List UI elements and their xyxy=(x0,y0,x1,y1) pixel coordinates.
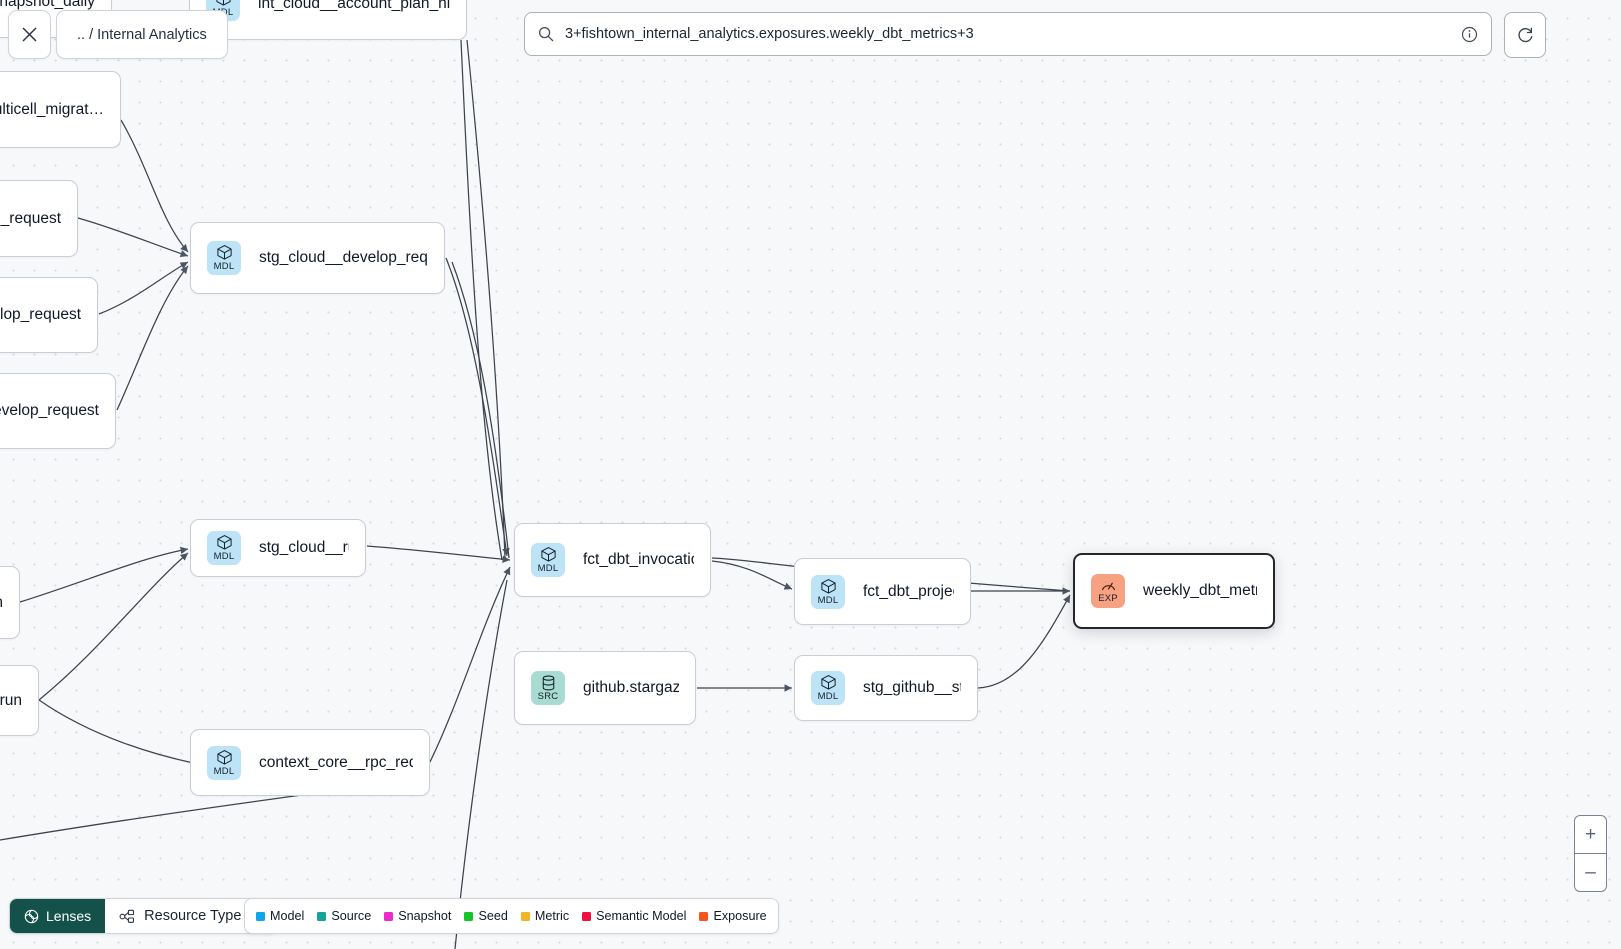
graph-node-label: run xyxy=(0,691,22,709)
badge-type-label: MDL xyxy=(213,261,235,273)
legend-swatch xyxy=(317,911,327,921)
lenses-label: Lenses xyxy=(46,908,92,924)
graph-node[interactable]: MDL context_core__rpc_request xyxy=(190,729,430,796)
legend-label: Seed xyxy=(478,909,508,923)
graph-node-label: velop_request xyxy=(0,306,81,323)
legend-label: Exposure xyxy=(713,909,767,923)
graph-node-label: int_cloud__account_plan_history xyxy=(258,0,450,12)
graph-node-label: github.stargazers xyxy=(583,679,679,696)
legend-item[interactable]: Exposure xyxy=(699,909,767,923)
lenses-button[interactable]: Lenses xyxy=(10,899,106,933)
refresh-button[interactable] xyxy=(1504,12,1546,58)
badge-type-label: MDL xyxy=(537,563,559,575)
mdl-badge-icon: MDL xyxy=(531,543,565,577)
legend-label: Semantic Model xyxy=(596,909,687,923)
graph-node-label: n xyxy=(0,594,3,612)
graph-node[interactable]: op_request xyxy=(0,180,78,257)
info-icon[interactable] xyxy=(1461,26,1478,43)
graph-node-label: weekly_dbt_metrics xyxy=(1143,582,1257,599)
search-input[interactable]: 3+fishtown_internal_analytics.exposures.… xyxy=(524,12,1492,56)
legend-swatch xyxy=(520,911,530,921)
legend-label: Metric xyxy=(534,909,570,923)
refresh-icon xyxy=(1517,27,1532,42)
graph-node[interactable]: MDL stg_github__stars xyxy=(794,655,978,721)
legend-item[interactable]: Model xyxy=(256,909,304,923)
search-query-text: 3+fishtown_internal_analytics.exposures.… xyxy=(565,26,974,42)
zoom-controls: + – xyxy=(1574,815,1607,892)
graph-node-label: develop_request xyxy=(0,402,99,419)
legend-item[interactable]: Semantic Model xyxy=(582,909,686,923)
graph-node[interactable]: EXP weekly_dbt_metrics xyxy=(1073,553,1275,629)
legend-swatch xyxy=(699,911,709,921)
legend-item[interactable]: Seed xyxy=(464,909,508,923)
graph-node-label: multicell_migrat… xyxy=(0,100,104,118)
legend-item[interactable]: Source xyxy=(317,909,371,923)
src-badge-icon: SRC xyxy=(531,671,565,705)
graph-node-label: stg_cloud__runs xyxy=(259,539,349,556)
legend-swatch xyxy=(384,911,394,921)
graph-node-label: op_request xyxy=(0,209,61,227)
graph-node-label: fct_dbt_invocations xyxy=(583,551,694,568)
legend-label: Snapshot xyxy=(398,909,452,923)
badge-type-label: MDL xyxy=(817,691,839,703)
graph-node[interactable]: run xyxy=(0,665,39,736)
mdl-badge-icon: MDL xyxy=(207,531,241,565)
close-button[interactable] xyxy=(8,10,51,59)
graph-node-label: stg_github__stars xyxy=(863,679,961,696)
badge-type-label: EXP xyxy=(1098,593,1118,605)
resource-type-label: Resource Type xyxy=(144,908,242,924)
graph-node[interactable]: SRC github.stargazers xyxy=(514,651,696,725)
graph-node[interactable]: develop_request xyxy=(0,373,116,449)
zoom-in-button[interactable]: + xyxy=(1575,816,1606,854)
exp-badge-icon: EXP xyxy=(1091,574,1125,608)
breadcrumb[interactable]: .. / Internal Analytics xyxy=(56,10,228,59)
graph-node[interactable]: multicell_migrat… xyxy=(0,71,121,148)
mdl-badge-icon: MDL xyxy=(207,745,241,780)
graph-node[interactable]: MDL stg_cloud__develop_requests xyxy=(190,222,445,294)
bottom-toolbar: Lenses Resource Type xyxy=(9,898,278,934)
legend-swatch xyxy=(582,911,592,921)
close-icon xyxy=(22,27,37,42)
graph-node-label: context_core__rpc_request xyxy=(259,753,413,771)
badge-type-label: MDL xyxy=(817,594,839,606)
legend-item[interactable]: Metric xyxy=(520,909,570,923)
legend-label: Source xyxy=(331,909,372,923)
lenses-icon xyxy=(24,909,39,923)
graph-node-label: snapshot_daily xyxy=(0,0,95,10)
legend-item[interactable]: Snapshot xyxy=(384,909,451,923)
graph-node[interactable]: MDL fct_dbt_invocations xyxy=(514,523,711,597)
mdl-badge-icon: MDL xyxy=(811,574,845,609)
graph-node[interactable]: MDLint_cloud__account_plan_history xyxy=(189,0,467,40)
search-icon xyxy=(538,26,554,42)
graph-node-label: stg_cloud__develop_requests xyxy=(259,249,428,266)
graph-node-label: fct_dbt_projects xyxy=(863,582,954,600)
mdl-badge-icon: MDL xyxy=(811,671,845,705)
graph-node[interactable]: velop_request xyxy=(0,277,98,353)
graph-node[interactable]: MDL fct_dbt_projects xyxy=(794,558,971,625)
resource-type-legend: Model Source Snapshot Seed Metric Semantic Mo… xyxy=(244,898,779,934)
graph-node[interactable]: n xyxy=(0,566,20,639)
badge-type-label: MDL xyxy=(213,551,235,563)
zoom-out-button[interactable]: – xyxy=(1585,861,1596,883)
resource-type-icon xyxy=(119,909,135,923)
badge-type-label: SRC xyxy=(537,690,559,702)
breadcrumb-label: .. / Internal Analytics xyxy=(77,26,207,43)
graph-node[interactable]: MDL stg_cloud__runs xyxy=(190,519,366,577)
mdl-badge-icon: MDL xyxy=(207,241,241,275)
badge-type-label: MDL xyxy=(213,765,235,777)
legend-swatch xyxy=(256,911,265,921)
legend-label: Model xyxy=(270,909,305,923)
legend-swatch xyxy=(464,911,474,921)
